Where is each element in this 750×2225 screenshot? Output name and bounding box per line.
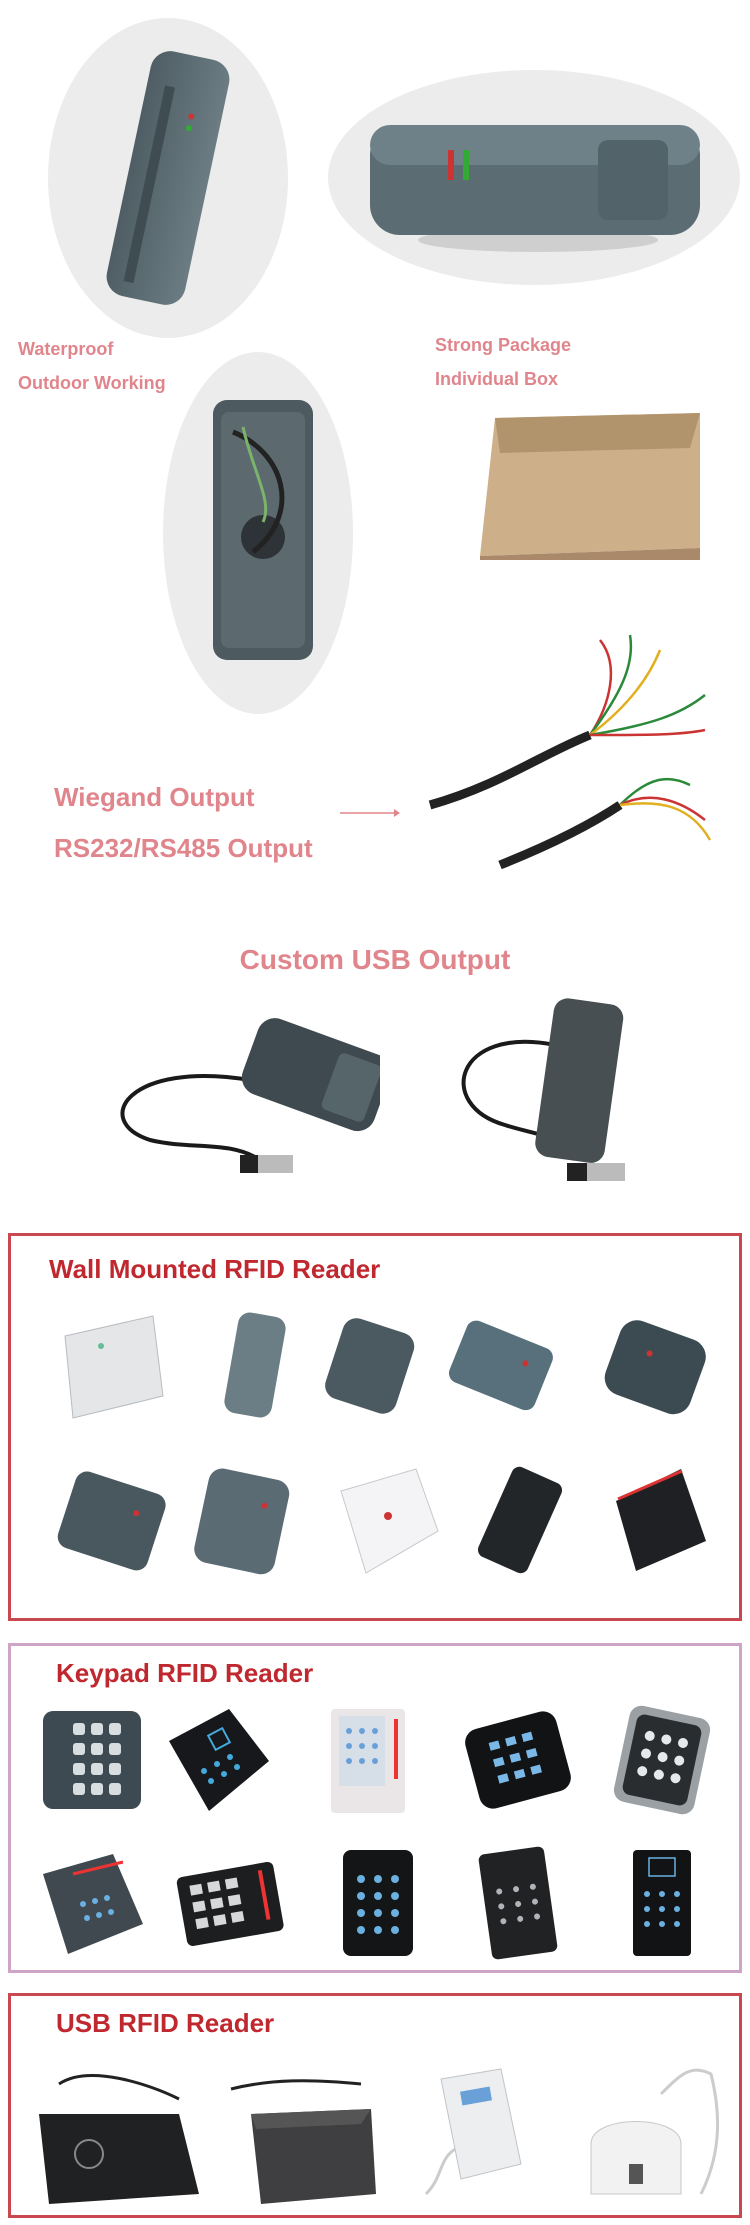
- usb-reader-grey-box: [211, 2054, 391, 2214]
- keypad-reader-3: [309, 1701, 427, 1819]
- usb-section: USB RFID Reader: [8, 1993, 742, 2218]
- keypad-reader-4: [459, 1701, 577, 1819]
- label-outdoor-working: Outdoor Working: [18, 373, 166, 393]
- keypad-reader-9: [459, 1844, 577, 1962]
- usb-reader-white-round: [571, 2054, 731, 2214]
- package-box-photo: [475, 408, 713, 560]
- reader-photo-horizontal: [328, 70, 740, 285]
- label-waterproof: Waterproof: [18, 339, 114, 359]
- wall-reader-2: [196, 1306, 314, 1424]
- section-title-wall-mounted: Wall Mounted RFID Reader: [49, 1254, 381, 1284]
- label-wiegand-output: Wiegand Output: [54, 782, 255, 812]
- wall-reader-1: [53, 1306, 171, 1424]
- section-title-keypad: Keypad RFID Reader: [56, 1658, 314, 1688]
- keypad-section: Keypad RFID Reader: [8, 1643, 742, 1973]
- wall-reader-7: [181, 1461, 299, 1579]
- arrow-icon: [340, 805, 400, 817]
- keypad-reader-6: [33, 1844, 151, 1962]
- wall-reader-8: [326, 1461, 444, 1579]
- label-individual-box: Individual Box: [435, 369, 559, 389]
- wall-reader-9: [461, 1461, 579, 1579]
- wall-reader-6: [53, 1461, 171, 1579]
- usb-reader-white-desk: [406, 2054, 536, 2214]
- wall-reader-5: [596, 1306, 714, 1424]
- usb-reader-photo-1: [90, 1000, 391, 1190]
- reader-photo-back: [163, 352, 353, 714]
- section-title-usb: USB RFID Reader: [56, 2008, 275, 2038]
- keypad-reader-10: [603, 1844, 721, 1962]
- label-custom-usb-output: Custom USB Output: [239, 944, 511, 975]
- keypad-reader-5: [603, 1701, 721, 1819]
- output-cables-photo: [420, 625, 720, 875]
- keypad-reader-7: [171, 1844, 289, 1962]
- label-strong-package: Strong Package: [435, 335, 572, 355]
- wall-reader-3: [311, 1306, 429, 1424]
- keypad-reader-2: [159, 1701, 277, 1819]
- keypad-reader-1: [33, 1701, 151, 1819]
- usb-reader-black-flat: [29, 2054, 209, 2214]
- wall-reader-4: [441, 1306, 559, 1424]
- wall-reader-10: [596, 1461, 714, 1579]
- label-rs232-rs485-output: RS232/RS485 Output: [54, 833, 313, 863]
- wall-mounted-section: Wall Mounted RFID Reader: [8, 1233, 742, 1621]
- reader-photo-vertical: [48, 18, 288, 338]
- keypad-reader-8: [319, 1844, 437, 1962]
- usb-reader-photo-2: [445, 985, 645, 1195]
